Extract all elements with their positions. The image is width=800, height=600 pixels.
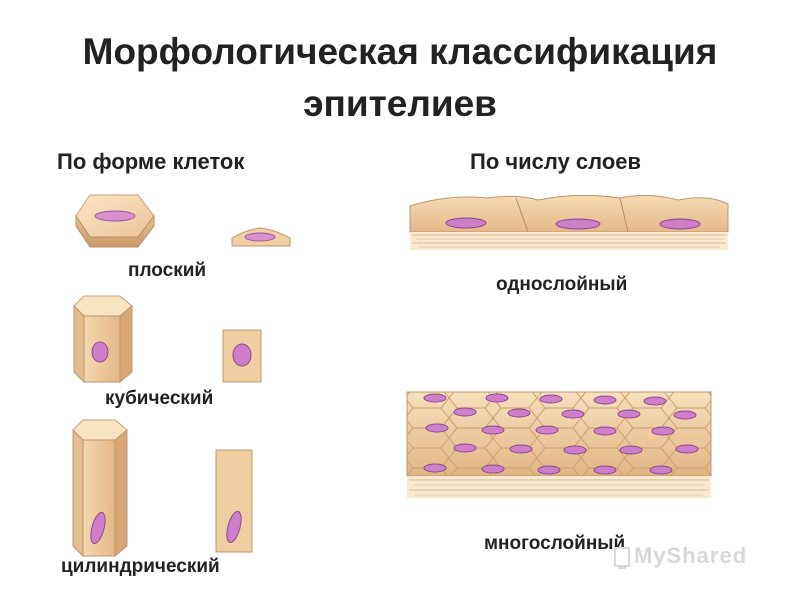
heading-by-shape: По форме клеток <box>57 149 245 174</box>
label-stratified: многослойный <box>484 533 626 554</box>
watermark-text: MyShared <box>634 543 748 568</box>
label-squamous: плоский <box>128 260 207 281</box>
squamous-cell-3d <box>75 194 155 248</box>
label-cuboidal: кубический <box>105 388 214 409</box>
cuboidal-cell-section <box>222 329 262 383</box>
columnar-cell-3d <box>72 419 128 558</box>
simple-epithelium <box>409 194 729 250</box>
label-simple: однослойный <box>496 274 628 295</box>
stratified-epithelium <box>406 391 712 498</box>
squamous-cell-section <box>231 227 291 247</box>
heading-by-layers: По числу слоев <box>470 149 642 174</box>
watermark-logo-icon <box>614 547 630 569</box>
page-title: Морфологическая классификация <box>82 31 718 72</box>
label-columnar: цилиндрический <box>61 556 220 577</box>
columnar-cell-section <box>215 449 253 553</box>
cuboidal-cell-3d <box>73 295 133 384</box>
page-title-line2: эпителиев <box>303 83 497 124</box>
